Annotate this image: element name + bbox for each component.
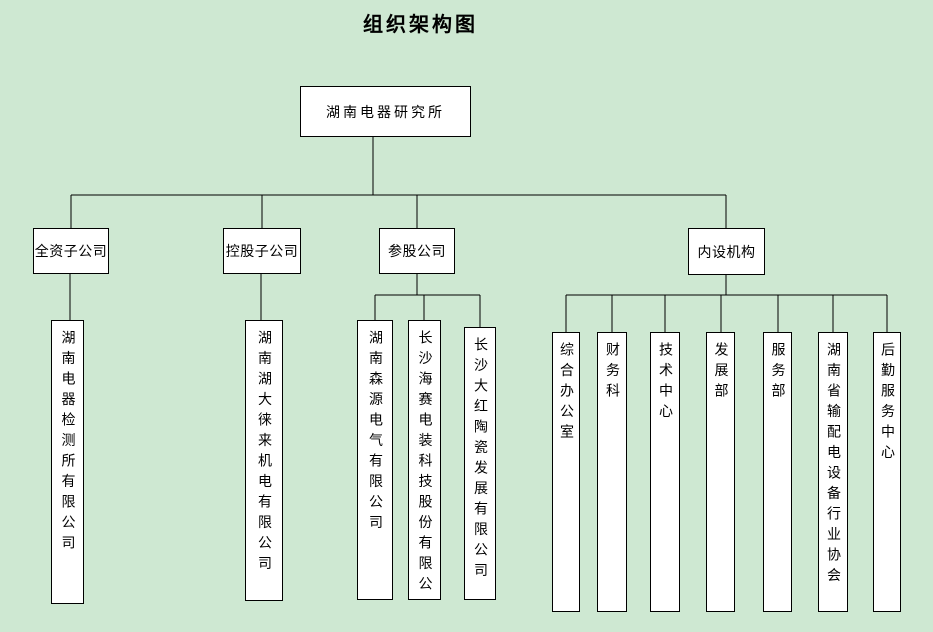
org-node-label: 发展部: [712, 342, 729, 404]
org-node-label: 长沙大红陶瓷发展有限公司: [472, 337, 488, 583]
org-node-label: 全资子公司: [34, 244, 108, 260]
org-node-hunan-huda-lailai-electromech: 湖南湖大徕来机电有限公司: [245, 320, 283, 601]
org-node-label: 后勤服务中心: [879, 342, 895, 465]
org-node-label: 综合办公室: [558, 342, 574, 445]
org-node-internal-org: 内设机构: [688, 228, 765, 275]
org-node-service-dept: 服务部: [763, 332, 792, 612]
org-node-label: 服务部: [769, 342, 786, 404]
org-node-hunan-electric-testing-institute: 湖南电器检测所有限公司: [51, 320, 84, 604]
org-node-equity-company: 参股公司: [379, 228, 455, 274]
org-node-label: 湖南省输配电设备行业协会: [825, 342, 841, 588]
org-node-wholly-owned-subsidiary: 全资子公司: [33, 228, 109, 274]
org-node-label: 长沙海赛电装科技股份有限公: [416, 330, 433, 597]
org-node-label: 财务科: [604, 342, 620, 404]
org-node-general-office: 综合办公室: [552, 332, 580, 612]
org-node-label: 技术中心: [657, 342, 673, 424]
org-node-changsha-dahong-ceramics: 长沙大红陶瓷发展有限公司: [464, 327, 496, 600]
org-node-label: 控股子公司: [225, 244, 299, 260]
org-node-label: 湖南电器检测所有限公司: [59, 330, 76, 556]
chart-title: 组织架构图: [363, 12, 478, 36]
org-node-label: 内设机构: [697, 244, 756, 261]
org-node-label: 湖南湖大徕来机电有限公司: [256, 330, 272, 576]
org-node-hunan-senyuan-electric: 湖南森源电气有限公司: [357, 320, 393, 600]
org-node-development-dept: 发展部: [706, 332, 735, 612]
org-node-logistics-service-center: 后勤服务中心: [873, 332, 901, 612]
org-node-root: 湖南电器研究所: [300, 86, 471, 137]
org-node-finance-section: 财务科: [597, 332, 627, 612]
org-node-label: 参股公司: [388, 244, 446, 260]
org-node-label: 湖南森源电气有限公司: [367, 330, 383, 535]
org-node-changsha-haisai-electric-tech: 长沙海赛电装科技股份有限公: [408, 320, 441, 600]
org-node-holding-subsidiary: 控股子公司: [223, 228, 301, 274]
org-node-technology-center: 技术中心: [650, 332, 680, 612]
org-node-hunan-power-equipment-assoc: 湖南省输配电设备行业协会: [818, 332, 848, 612]
org-node-root-label: 湖南电器研究所: [326, 104, 445, 121]
